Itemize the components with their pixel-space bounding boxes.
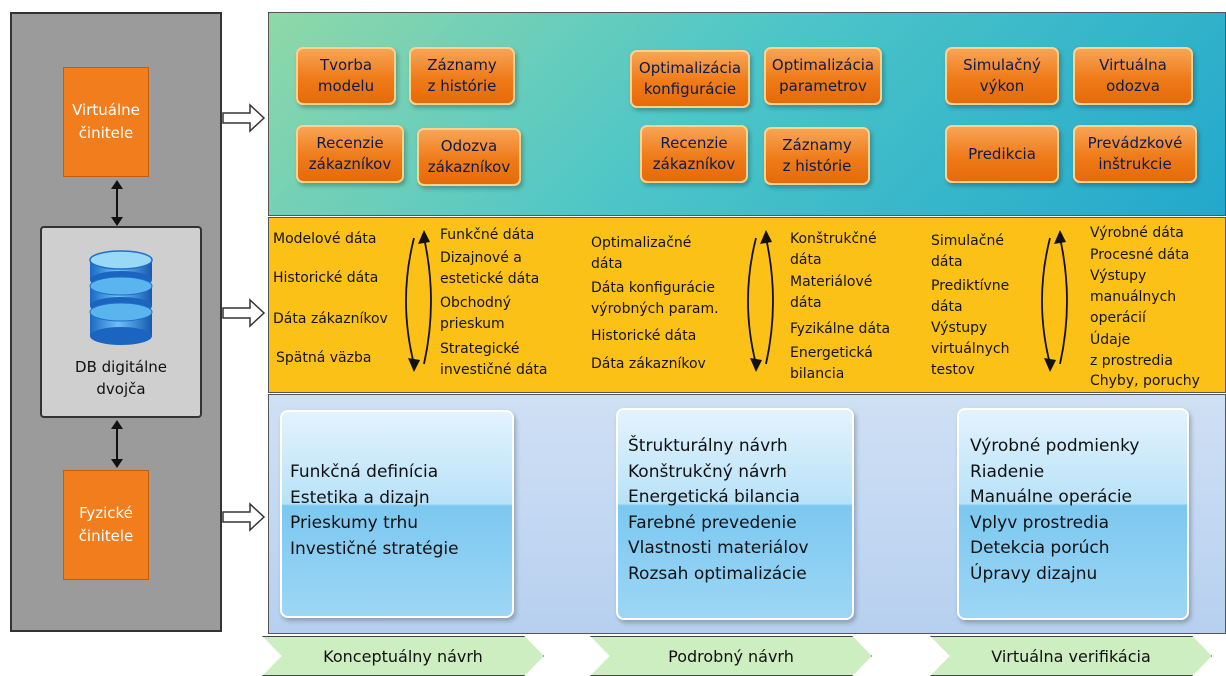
- task-list: Štrukturálny návrh Konštrukčný návrh Ene…: [628, 434, 809, 587]
- task-item: Investičné stratégie: [290, 538, 459, 559]
- task-item: Konštrukčný návrh: [628, 461, 787, 482]
- data-label: Funkčné dáta: [440, 227, 535, 243]
- data-label: Konštrukčné dáta: [790, 231, 877, 268]
- data-label: Fyzikálne dáta: [790, 321, 891, 337]
- data-label: Historické dáta: [591, 328, 697, 344]
- data-label: Strategické investičné dáta: [440, 341, 548, 378]
- database-icon: [89, 250, 153, 345]
- task-item: Farebné prevedenie: [628, 512, 797, 533]
- task-item: Výrobné podmienky: [970, 436, 1140, 456]
- activity-button: Odozva zákazníkov: [417, 128, 521, 186]
- task-item: Vplyv prostredia: [970, 512, 1110, 533]
- activity-button: Záznamy z histórie: [409, 47, 515, 105]
- data-label: Prediktívne dáta: [931, 278, 1010, 315]
- data-label: Materiálové dáta: [790, 274, 873, 311]
- stage-detailed-design: Podrobný návrh: [590, 636, 872, 676]
- hollow-right-arrow-icon: [222, 103, 266, 133]
- data-label: Historické dáta: [273, 270, 379, 286]
- activity-button: Záznamy z histórie: [764, 127, 870, 185]
- data-label: Výstupy virtuálnych testov: [931, 320, 1010, 378]
- top-activities-section: [268, 12, 1226, 216]
- data-label: Údaje z prostredia: [1090, 332, 1173, 369]
- task-item: Rozsah optimalizácie: [628, 563, 807, 584]
- task-item: Úpravy dizajnu: [970, 563, 1098, 584]
- task-list: Funkčná definícia Estetika a dizajn Prie…: [290, 460, 459, 562]
- activity-button: Recenzie zákazníkov: [640, 125, 748, 183]
- task-item: Prieskumy trhu: [290, 513, 419, 533]
- data-label: Modelové dáta: [273, 231, 377, 247]
- task-item: Funkčná definícia: [290, 462, 439, 482]
- physical-factors-box: Fyzické činitele: [63, 470, 149, 580]
- data-label: Simulačné dáta: [931, 233, 1004, 270]
- activity-button: Virtuálna odozva: [1073, 47, 1193, 105]
- cycle-arrows-icon: [1041, 230, 1068, 372]
- virtual-factors-box: Virtuálne činitele: [63, 67, 149, 177]
- task-card-detailed: [616, 408, 854, 620]
- task-item: Vlastnosti materiálov: [628, 538, 809, 558]
- activity-button: Predikcia: [945, 125, 1059, 183]
- data-label: Procesné dáta: [1090, 247, 1190, 263]
- activity-button: Recenzie zákazníkov: [296, 125, 404, 183]
- task-item: Estetika a dizajn: [290, 487, 430, 508]
- task-item: Štrukturálny návrh: [628, 436, 788, 456]
- activity-button: Tvorba modelu: [296, 47, 396, 105]
- data-label: Dáta zákazníkov: [273, 311, 388, 327]
- data-label: Chyby, poruchy: [1090, 373, 1200, 389]
- cycle-arrows-icon: [747, 230, 774, 372]
- task-card-conceptual: [280, 410, 514, 618]
- activity-button: Simulačný výkon: [945, 47, 1059, 105]
- double-arrow-icon: [111, 420, 123, 468]
- task-item: Riadenie: [970, 461, 1045, 482]
- data-label: Optimalizačné dáta: [591, 235, 692, 272]
- task-item: Energetická bilancia: [628, 487, 800, 507]
- task-card-verification: [957, 408, 1189, 620]
- data-label: Dáta zákazníkov: [591, 356, 706, 372]
- db-label: DB digitálne dvojča: [75, 358, 167, 398]
- activity-button: Prevádzkové inštrukcie: [1073, 125, 1197, 183]
- hollow-right-arrow-icon: [222, 502, 266, 532]
- stage-virtual-verification: Virtuálna verifikácia: [930, 636, 1212, 676]
- task-item: Detekcia porúch: [970, 538, 1110, 558]
- data-label: Obchodný prieskum: [440, 295, 512, 332]
- stage-conceptual-design: Konceptuálny návrh: [262, 636, 544, 676]
- data-label: Výrobné dáta: [1090, 225, 1184, 241]
- task-item: Manuálne operácie: [970, 487, 1132, 507]
- data-label: Výstupy manuálnych operácií: [1090, 268, 1177, 326]
- activity-button: Optimalizácia konfigurácie: [630, 50, 750, 108]
- data-label: Spätná väzba: [276, 350, 372, 366]
- data-label: Energetická bilancia: [790, 345, 873, 382]
- data-label: Dáta konfigurácie výrobných param.: [591, 280, 719, 317]
- hollow-right-arrow-icon: [222, 298, 266, 328]
- activity-button: Optimalizácia parametrov: [764, 47, 882, 105]
- data-label: Dizajnové a estetické dáta: [440, 250, 540, 287]
- cycle-arrows-icon: [405, 230, 432, 372]
- double-arrow-icon: [111, 180, 123, 226]
- task-list: Výrobné podmienky Riadenie Manuálne oper…: [970, 434, 1139, 587]
